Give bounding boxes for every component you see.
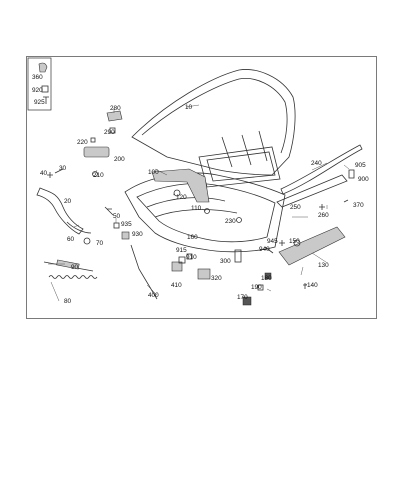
callout-100: 100 (148, 169, 159, 176)
callout-90: 90 (71, 264, 79, 271)
clip-part[interactable] (90, 137, 96, 143)
handle-part[interactable] (278, 226, 346, 266)
callout-150: 150 (289, 238, 300, 245)
callout-50: 50 (113, 213, 121, 220)
grommet-part[interactable] (293, 239, 301, 247)
release-cable-part[interactable] (130, 244, 158, 300)
clip-part[interactable] (186, 253, 193, 260)
hinge-part[interactable] (151, 168, 210, 203)
bolt-part[interactable] (173, 189, 181, 197)
clip-part[interactable] (264, 246, 274, 254)
rod-part[interactable] (66, 221, 92, 234)
leader-lines (48, 104, 350, 302)
callout-240: 240 (311, 160, 322, 167)
bolt-part[interactable] (92, 171, 98, 177)
bush-part[interactable] (83, 237, 91, 245)
plug-920-part[interactable] (41, 85, 49, 93)
callout-925: 925 (34, 99, 45, 106)
callout-260: 260 (318, 212, 329, 219)
switch-part[interactable] (197, 268, 211, 280)
callout-370: 370 (353, 202, 364, 209)
parts-diagram-frame: 10 280 290 220 200 210 40 30 20 50 60 70… (26, 56, 377, 319)
callout-910: 910 (186, 254, 197, 261)
trunk-lid-exploded-diagram: 10 280 290 220 200 210 40 30 20 50 60 70… (27, 57, 369, 306)
clip-part[interactable] (113, 222, 120, 229)
callout-160: 160 (187, 234, 198, 241)
callout-40: 40 (40, 170, 48, 177)
nut-part[interactable] (264, 272, 272, 280)
screw-part[interactable] (47, 172, 53, 178)
clip-part[interactable] (178, 256, 186, 264)
callout-210: 210 (93, 172, 104, 179)
bolt-part[interactable] (236, 217, 242, 223)
clip-part[interactable] (109, 127, 116, 134)
lock-part[interactable] (171, 261, 183, 272)
hinge-arm-part[interactable] (36, 187, 84, 235)
buffer-part[interactable] (234, 249, 242, 263)
callout-280: 280 (110, 105, 121, 112)
callout-320: 320 (211, 275, 222, 282)
clip-part[interactable] (343, 199, 349, 203)
callout-20: 20 (64, 198, 72, 205)
callout-120: 120 (176, 194, 187, 201)
screw-925-part[interactable] (43, 96, 49, 104)
callout-30: 30 (59, 165, 67, 172)
actuator-part[interactable] (121, 231, 130, 240)
spring-part[interactable] (48, 275, 98, 279)
callout-170: 170 (237, 294, 248, 301)
callout-945: 945 (267, 238, 278, 245)
fastener-inset (27, 57, 52, 111)
callout-300: 300 (220, 258, 231, 265)
spoiler-part[interactable] (280, 144, 363, 195)
clip-360-part[interactable] (38, 62, 48, 73)
callout-190: 190 (251, 284, 262, 291)
callout-labels: 10 280 290 220 200 210 40 30 20 50 60 70… (32, 74, 369, 305)
clip-part[interactable] (257, 284, 264, 291)
callout-130: 130 (318, 262, 329, 269)
screw-part[interactable] (279, 240, 285, 246)
callout-290: 290 (104, 129, 115, 136)
screw-part[interactable] (319, 204, 325, 210)
bracket-part[interactable] (83, 146, 110, 158)
callout-250: 250 (290, 204, 301, 211)
callout-915: 915 (176, 247, 187, 254)
callout-940: 940 (259, 246, 270, 253)
callout-10: 10 (185, 104, 193, 111)
trim-strip-part[interactable] (276, 174, 348, 208)
callout-400: 400 (148, 292, 159, 299)
cover-part[interactable] (106, 110, 123, 122)
screw-part[interactable] (54, 168, 64, 174)
callout-920: 920 (32, 87, 43, 94)
callout-60: 60 (67, 236, 75, 243)
callout-220: 220 (77, 139, 88, 146)
callout-110: 110 (191, 205, 202, 212)
callout-180: 180 (261, 275, 272, 282)
callout-900: 900 (358, 176, 369, 183)
callout-200: 200 (114, 156, 125, 163)
callout-410: 410 (171, 282, 182, 289)
gas-strut-body (56, 259, 80, 270)
cap-part[interactable] (242, 296, 252, 306)
callout-140: 140 (307, 282, 318, 289)
callout-230: 230 (225, 218, 236, 225)
lamp-part[interactable] (348, 169, 355, 179)
callout-935: 935 (121, 221, 132, 228)
callout-80: 80 (64, 298, 72, 305)
bolt-part[interactable] (104, 206, 114, 216)
callout-360: 360 (32, 74, 43, 81)
callout-70: 70 (96, 240, 104, 247)
bolt-part[interactable] (204, 208, 210, 214)
callout-905: 905 (355, 162, 366, 169)
callout-930: 930 (132, 231, 143, 238)
